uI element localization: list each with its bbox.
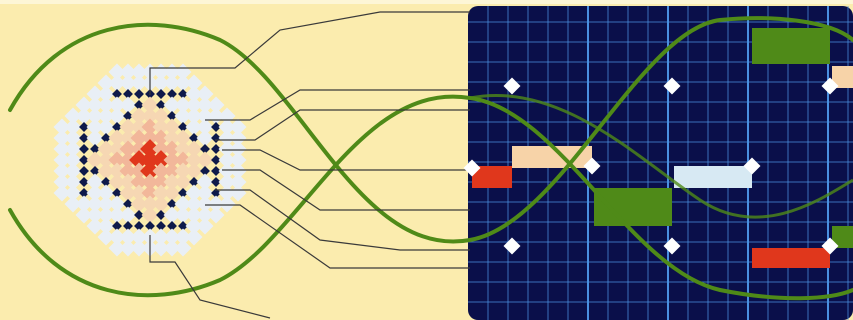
grid-block [752, 248, 830, 268]
grid-block [752, 28, 830, 64]
grid-block [594, 188, 672, 226]
background-top-edge [0, 0, 853, 4]
grid-block [674, 166, 752, 188]
